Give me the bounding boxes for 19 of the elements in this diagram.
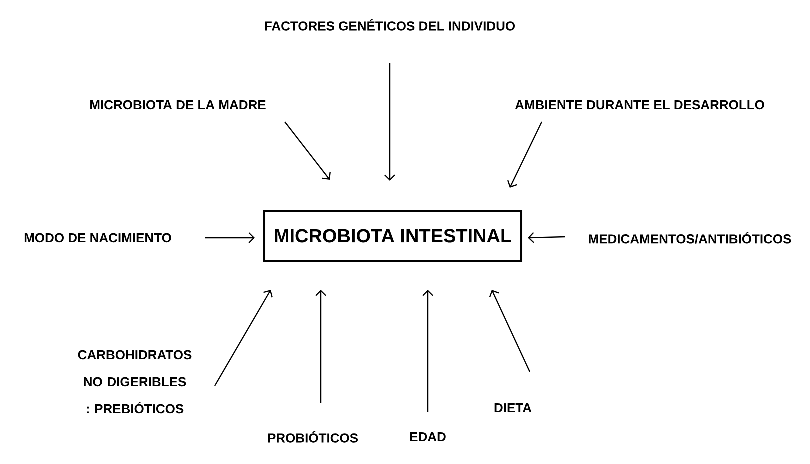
factor-label: DIETA	[494, 404, 532, 412]
factor-label: MEDICAMENTOS/ANTIBIÓTICOS	[589, 232, 792, 244]
factor-label: MICROBIOTA DE LA MADRE	[90, 100, 266, 110]
arrow	[528, 232, 566, 244]
arrow	[489, 290, 531, 372]
arrow	[384, 63, 396, 181]
factor-label: CARBOHIDRATOS NO DIGERIBLES : PREBIÓTICOS	[78, 350, 192, 414]
arrow	[284, 122, 331, 180]
factor-label: EDAD	[410, 432, 446, 442]
factor-label: FACTORES GENÉTICOS DEL INDIVIDUO	[265, 19, 516, 31]
factor-label: PROBIÓTICOS	[268, 431, 358, 443]
arrow	[422, 290, 434, 412]
factor-label: MODO DE NACIMIENTO	[24, 233, 172, 243]
arrow	[205, 232, 255, 244]
arrow	[214, 290, 273, 386]
factor-label: AMBIENTE DURANTE EL DESARROLLO	[515, 100, 764, 110]
arrow	[508, 122, 543, 188]
arrow	[316, 290, 326, 403]
main-box: MICROBIOTA INTESTINAL	[264, 210, 522, 262]
